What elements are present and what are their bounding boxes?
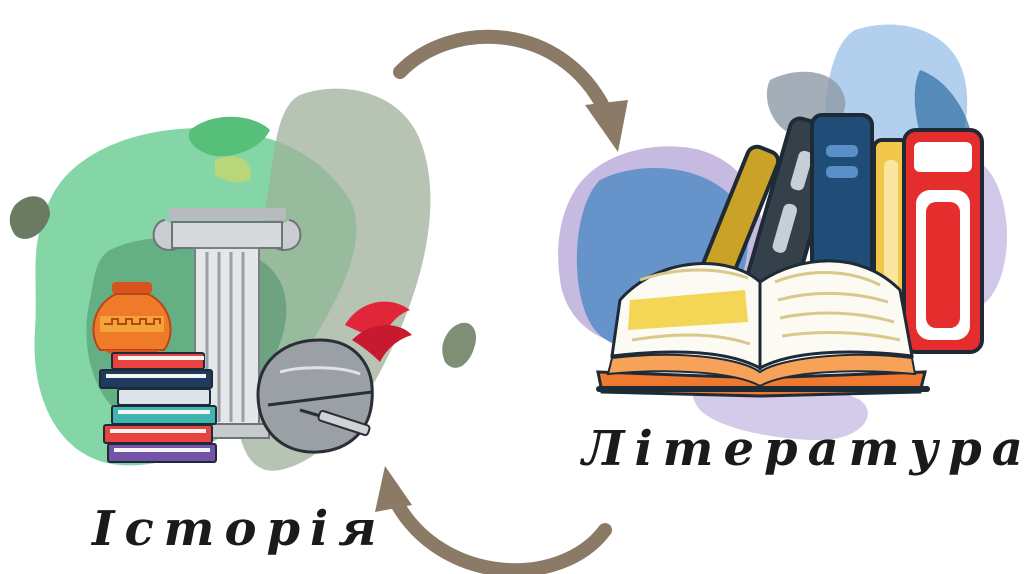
book-stack-icon	[100, 353, 216, 462]
curved-arrow-bottom-icon	[375, 466, 605, 570]
open-book-icon	[596, 261, 930, 396]
history-caption: Історія	[92, 505, 386, 553]
history-leaf-right	[442, 323, 476, 368]
literature-caption: Література	[582, 425, 1032, 473]
curved-arrow-top-icon	[400, 37, 628, 152]
